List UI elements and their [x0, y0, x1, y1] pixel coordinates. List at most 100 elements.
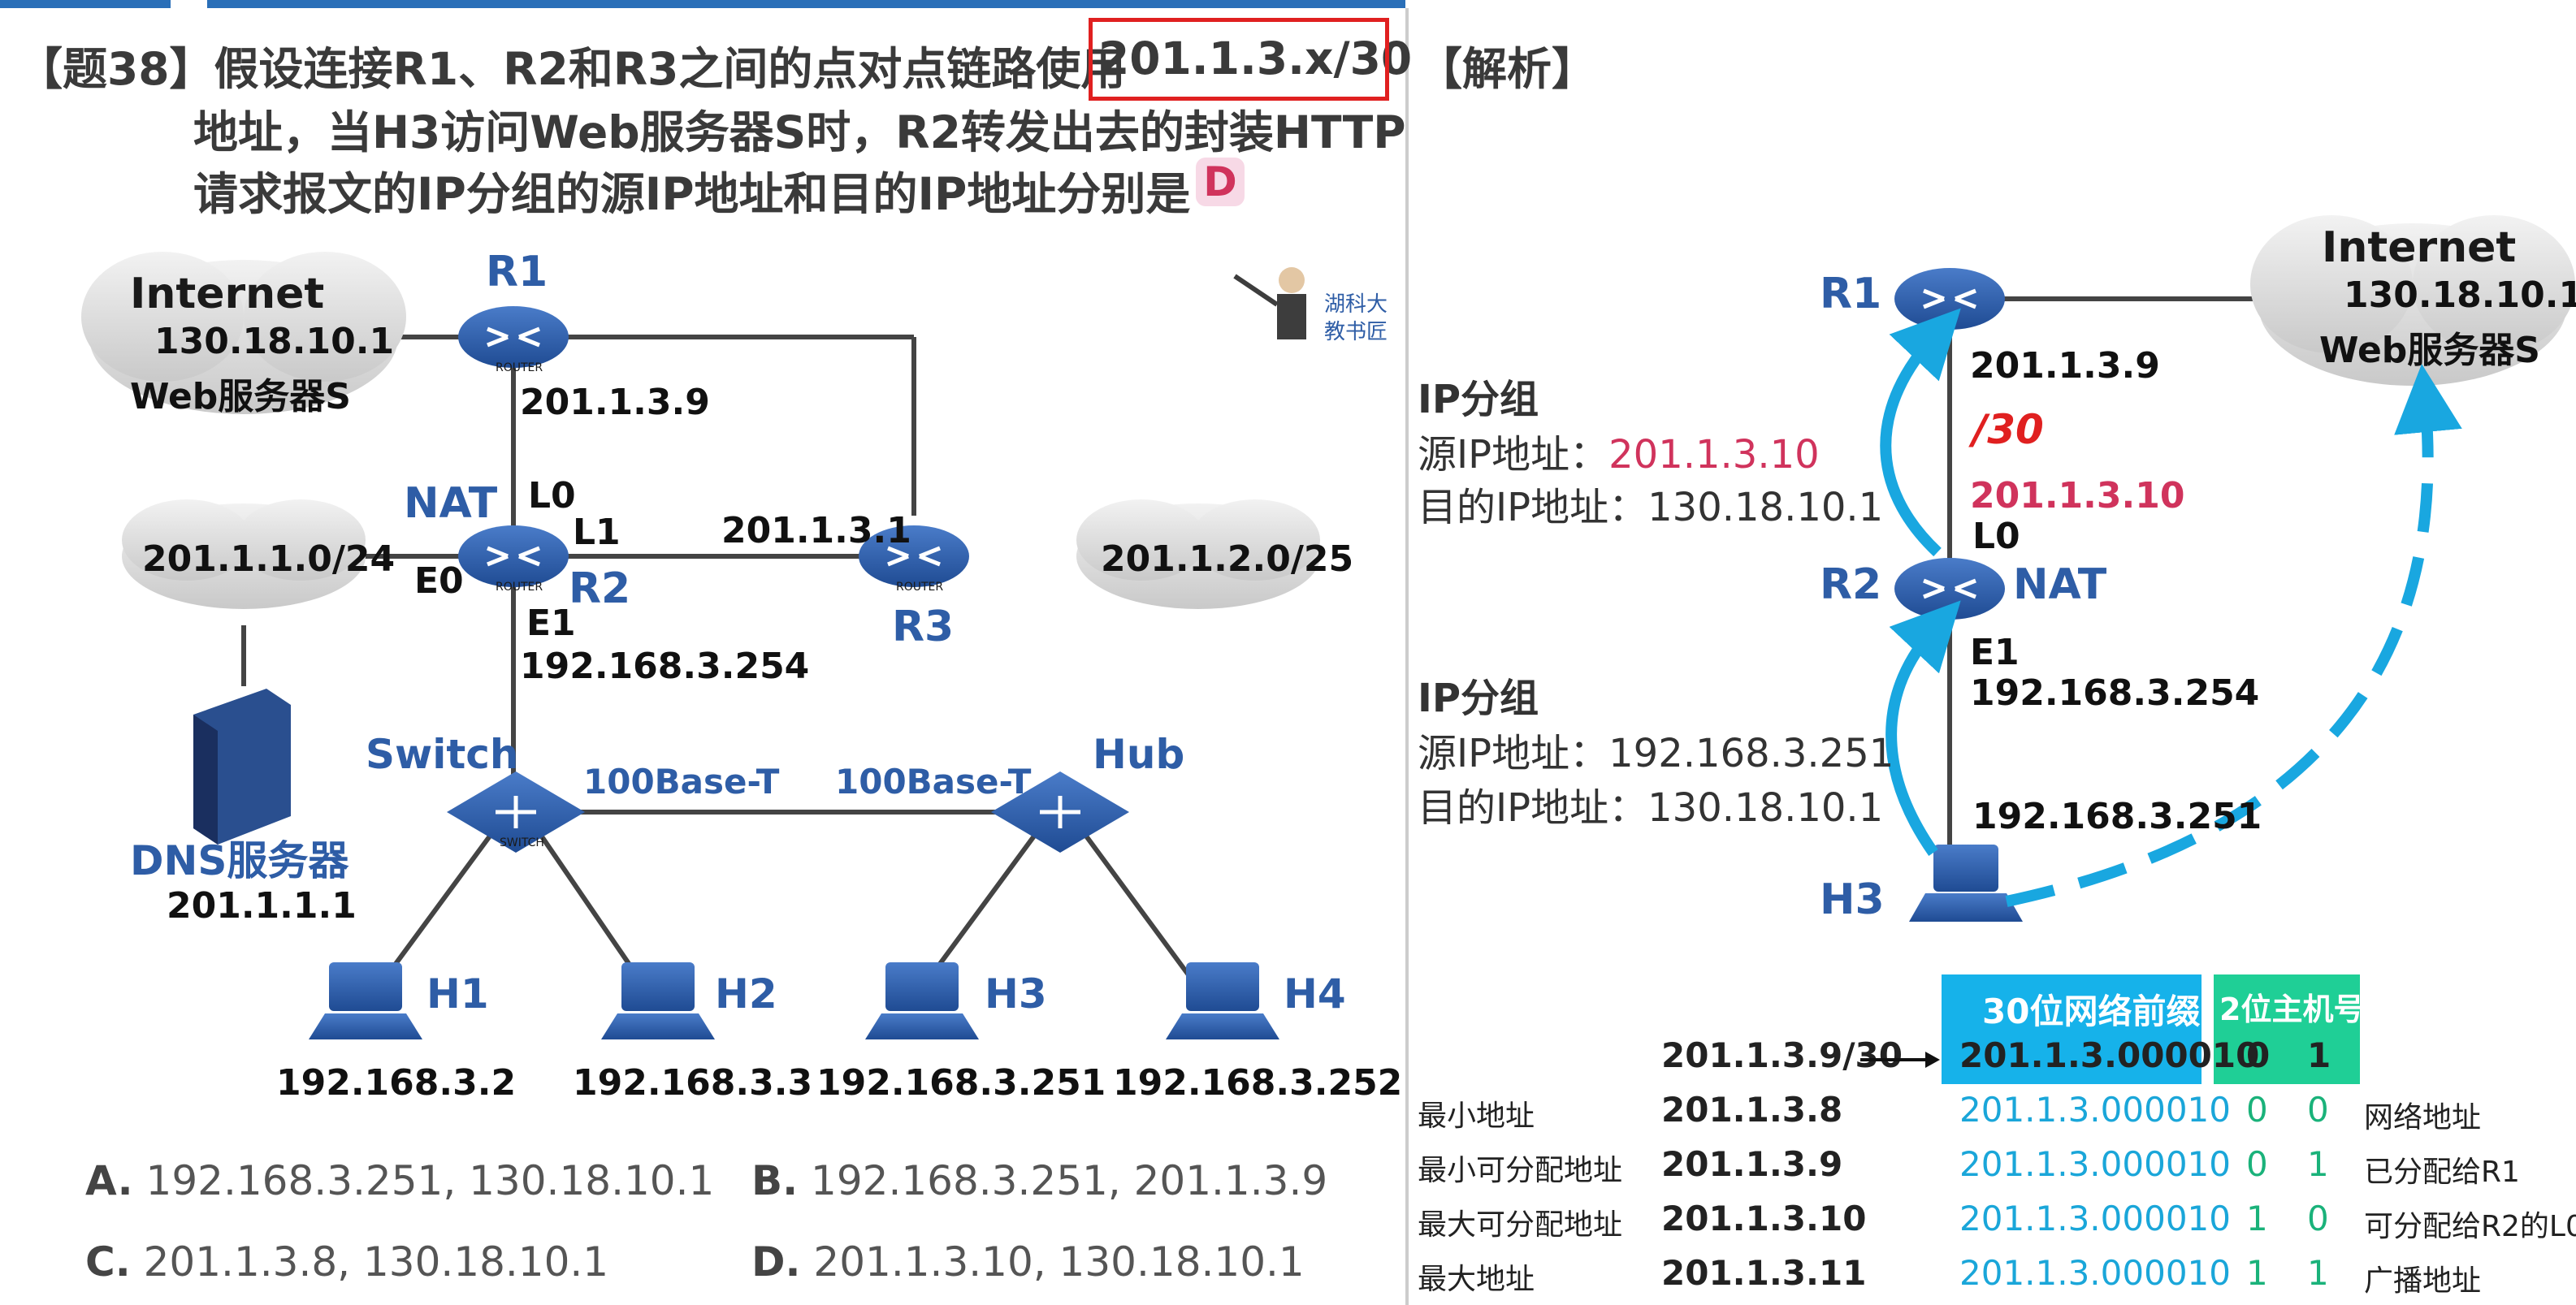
table-header-host-bg: [2214, 974, 2360, 1084]
row1-b1: 0: [2246, 1144, 2268, 1184]
h3-ip: 192.168.3.251: [816, 1062, 1106, 1104]
router-r3-shape: [859, 525, 969, 587]
h4-label: H4: [1284, 970, 1346, 1018]
r3-cloud-label: 201.1.2.0/25: [1101, 538, 1354, 580]
option-c: C. 201.1.3.8, 130.18.10.1: [85, 1238, 608, 1286]
packet1-src-value: 201.1.3.10: [1608, 432, 1820, 477]
l0-label: L0: [528, 475, 576, 516]
row3-note: 广播地址: [2364, 1264, 2482, 1298]
option-a-text: 192.168.3.251, 130.18.10.1: [145, 1157, 715, 1204]
given-arrow: [1860, 1052, 1940, 1068]
left-internet-title: Internet: [130, 270, 325, 318]
arrow-h3-to-r2: [1885, 600, 1961, 857]
teacher-label: 湖科大教书匠: [1324, 292, 1388, 344]
row0-b2: 0: [2307, 1090, 2329, 1130]
row1-note: 已分配给R1: [2364, 1156, 2520, 1189]
row3-b2: 1: [2307, 1253, 2329, 1293]
option-b: B. 192.168.3.251, 201.1.3.9: [751, 1157, 1327, 1204]
switch-label: Switch: [366, 731, 519, 778]
r1-ip: 201.1.3.9: [520, 382, 710, 423]
packet2-dst-value: 130.18.10.1: [1647, 785, 1884, 831]
row2-note: 可分配给R2的L0: [2364, 1210, 2576, 1243]
table-header-host: 2位主机号: [2219, 992, 2365, 1027]
table-header-prefix-bg: [1942, 974, 2202, 1084]
packet2-src: 源IP地址：192.168.3.251: [1418, 721, 1894, 778]
right-router-r2-shape: [1894, 558, 2005, 620]
answer-badge: D: [1196, 158, 1245, 206]
arrow-r2-to-r1: [1880, 308, 1961, 557]
right-host-h3-shape: [1909, 845, 2023, 922]
option-a: A. 192.168.3.251, 130.18.10.1: [85, 1157, 714, 1204]
row0-note: 网络地址: [2364, 1101, 2482, 1134]
l1-label: L1: [573, 512, 621, 553]
link1-label: 100Base-T: [583, 762, 780, 802]
row3-b1: 1: [2246, 1253, 2268, 1293]
host-h4-shape: [1166, 962, 1279, 1039]
arrow-h3-to-server: [2005, 364, 2462, 907]
right-network-diagram: [1880, 215, 2575, 922]
router-r1-shape: [458, 306, 569, 368]
packet1-src-label: 源IP地址：: [1418, 432, 1609, 477]
right-r2-l0-ip: 201.1.3.10: [1970, 475, 2185, 516]
row1-label: 最小可分配地址: [1418, 1154, 1623, 1187]
right-r1-label: R1: [1820, 270, 1882, 318]
panel-divider: [1405, 8, 1409, 1305]
given-bit1: 0: [2246, 1035, 2271, 1075]
option-d: D. 201.1.3.10, 130.18.10.1: [751, 1238, 1305, 1286]
right-e1-label: E1: [1970, 632, 2020, 673]
h4-ip: 192.168.3.252: [1113, 1062, 1403, 1104]
option-c-text: 201.1.3.8, 130.18.10.1: [143, 1238, 609, 1286]
row3-prefix: 201.1.3.000010: [1959, 1253, 2231, 1293]
e0-label: E0: [414, 560, 464, 602]
packet1-src: 源IP地址：201.1.3.10: [1418, 422, 1820, 479]
teacher-figure: [1233, 267, 1306, 339]
left-network-diagram: [81, 252, 1320, 1039]
analysis-title: 【解析】: [1418, 43, 1597, 95]
right-h3-label: H3: [1820, 875, 1885, 924]
lan-cloud-shape: [122, 499, 366, 609]
option-d-text: 201.1.3.10, 130.18.10.1: [813, 1238, 1305, 1286]
given-prefix: 201.1.3.000010: [1959, 1035, 2260, 1075]
packet2-dst-label: 目的IP地址：: [1418, 785, 1648, 831]
row0-prefix: 201.1.3.000010: [1959, 1090, 2231, 1130]
right-e1-ip: 192.168.3.254: [1970, 672, 2260, 714]
packet1-dst-value: 130.18.10.1: [1647, 485, 1884, 530]
question-line3: 请求报文的IP分组的源IP地址和目的IP地址分别是: [193, 168, 1191, 220]
row0-b1: 0: [2246, 1090, 2268, 1130]
row3-ip: 201.1.3.11: [1661, 1253, 1867, 1293]
lan-cloud-label: 201.1.1.0/24: [142, 538, 396, 580]
router-r2-shape: [458, 525, 569, 587]
row1-b2: 1: [2307, 1144, 2329, 1184]
highlight-box: [1089, 18, 1389, 101]
question-line2: 地址，当H3访问Web服务器S时，R2转发出去的封装HTTP: [193, 106, 1406, 158]
packet1-title: IP分组: [1418, 377, 1539, 422]
r3-ip: 201.1.3.1: [721, 510, 911, 551]
row1-prefix: 201.1.3.000010: [1959, 1144, 2231, 1184]
left-internet-ip: 130.18.10.1: [154, 321, 395, 362]
h2-ip: 192.168.3.3: [573, 1062, 813, 1104]
question-highlight: 201.1.3.x/30: [1098, 32, 1413, 84]
h2-label: H2: [715, 970, 777, 1018]
right-internet-ip: 130.18.10.1: [2344, 274, 2576, 316]
option-b-letter: B.: [751, 1157, 799, 1204]
packet2-src-label: 源IP地址：: [1418, 731, 1609, 776]
packet2-title: IP分组: [1418, 676, 1539, 721]
row2-b2: 0: [2307, 1199, 2329, 1238]
packet1-dst: 目的IP地址：130.18.10.1: [1418, 475, 1883, 532]
row0-ip: 201.1.3.8: [1661, 1090, 1843, 1130]
right-r1-ip: 201.1.3.9: [1970, 345, 2160, 387]
option-d-letter: D.: [751, 1238, 801, 1286]
e1-ip: 192.168.3.254: [520, 646, 810, 687]
host-h1-shape: [309, 962, 422, 1039]
option-a-letter: A.: [85, 1157, 133, 1204]
row1-ip: 201.1.3.9: [1661, 1144, 1843, 1184]
hub-label: Hub: [1093, 731, 1185, 778]
switch-shape: [447, 771, 585, 853]
row2-prefix: 201.1.3.000010: [1959, 1199, 2231, 1238]
dns-server-shape: [193, 689, 291, 845]
right-r2-label: R2: [1820, 560, 1882, 609]
r1-label: R1: [486, 248, 548, 296]
dns-ip: 201.1.1.1: [167, 885, 357, 927]
host-h2-shape: [601, 962, 715, 1039]
packet2-dst: 目的IP地址：130.18.10.1: [1418, 776, 1883, 832]
